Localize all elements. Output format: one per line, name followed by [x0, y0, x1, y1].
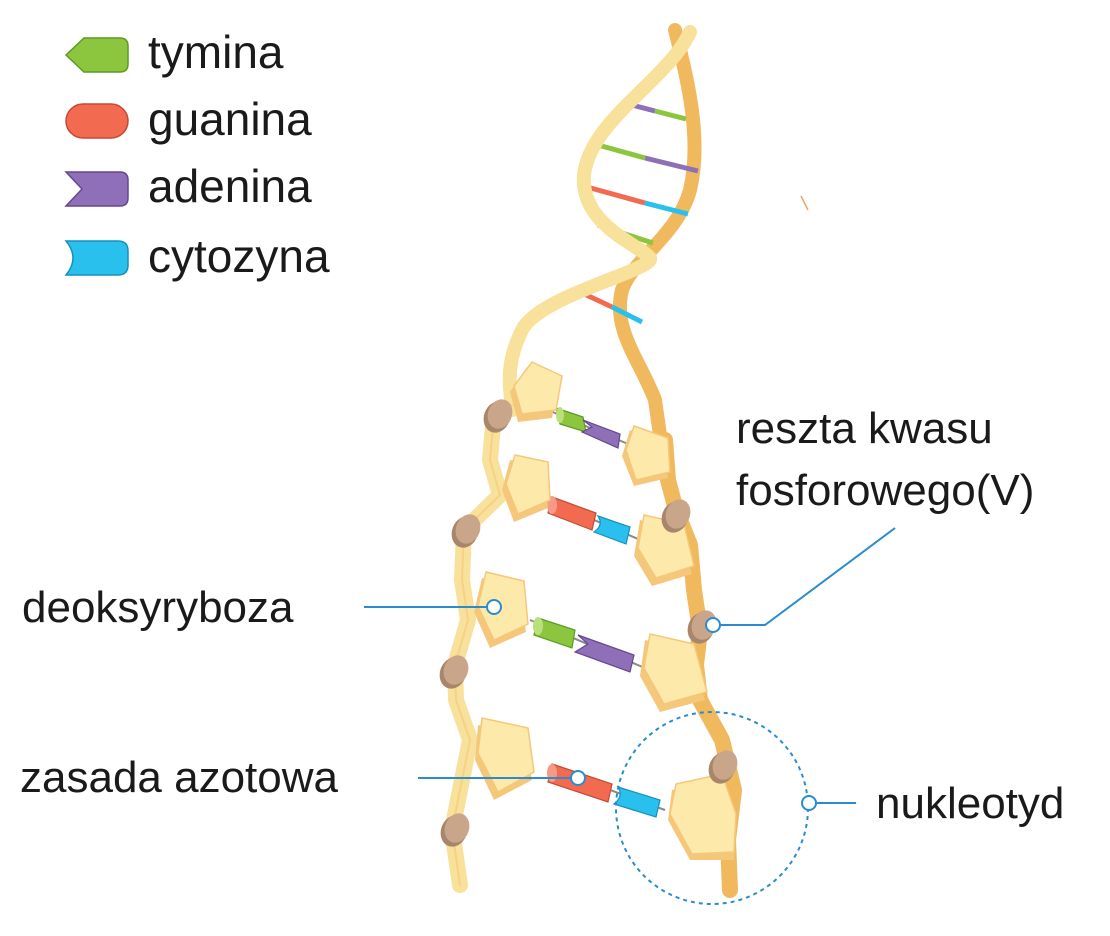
cytosine-notch-icon	[64, 240, 129, 276]
sugar-left-3	[474, 571, 529, 648]
dna-helix-top	[502, 23, 702, 477]
sugar-right-4	[668, 773, 737, 860]
phosphate-right-3	[708, 750, 738, 784]
base-pair-3	[529, 617, 646, 673]
phosphate-left-3	[439, 655, 469, 689]
phosphate-left-2	[451, 514, 481, 548]
phosphate-groups	[439, 399, 738, 847]
sugar-left-4	[475, 717, 535, 800]
base-pair-1	[547, 407, 629, 449]
sugar-label: deoksyryboza	[22, 583, 294, 632]
guanine-pill-icon	[65, 103, 129, 139]
sugar-right-2	[634, 514, 695, 586]
callout-marker	[801, 795, 817, 811]
legend-label: adenina	[148, 160, 312, 212]
thymine-arrow-icon	[64, 37, 129, 73]
sugar-left-2	[502, 454, 551, 522]
phosphate-right-1	[661, 499, 691, 533]
phosphate-label-line1: reszta kwasu	[736, 404, 993, 453]
twisted-base-pairs	[576, 101, 699, 325]
stray-mark	[800, 195, 809, 211]
sugar-right-1	[622, 425, 671, 486]
legend-item-cytosine: cytozyna	[64, 230, 330, 282]
callout-sugar: deoksyryboza	[22, 583, 502, 632]
legend-item-adenine: adenina	[64, 160, 312, 212]
legend-item-thymine: tymina	[64, 26, 284, 78]
sugar-right-3	[640, 633, 708, 712]
callout-phosphate: reszta kwasu fosforowego(V)	[705, 404, 1034, 633]
base-pair-4	[547, 763, 666, 818]
backbone-strand-back	[612, 23, 702, 477]
sugar-pentagons	[474, 361, 737, 860]
phosphate-label-line2: fosforowego(V)	[736, 466, 1034, 515]
sugar-left-1	[510, 361, 563, 422]
legend-item-guanine: guanina	[65, 93, 312, 145]
legend-label: tymina	[148, 26, 284, 78]
callout-marker	[570, 770, 586, 786]
legend-label: cytozyna	[148, 230, 330, 282]
legend: tymina guanina adenina cytozyna	[64, 26, 330, 282]
callouts: reszta kwasu fosforowego(V) deoksyryboza…	[20, 404, 1064, 828]
callout-nucleotide: nukleotyd	[801, 779, 1064, 828]
callout-marker	[705, 617, 721, 633]
callout-base: zasada azotowa	[20, 753, 586, 802]
phosphate-left-4	[440, 813, 470, 847]
phosphate-left-1	[483, 399, 513, 433]
base-pair-2	[547, 496, 646, 545]
adenine-notch-icon	[64, 171, 129, 207]
callout-marker	[486, 599, 502, 615]
backbone-strand-front	[502, 25, 697, 417]
left-backbone	[444, 397, 520, 893]
nucleotide-label: nukleotyd	[876, 779, 1064, 828]
legend-label: guanina	[148, 93, 312, 145]
base-label: zasada azotowa	[20, 753, 339, 802]
